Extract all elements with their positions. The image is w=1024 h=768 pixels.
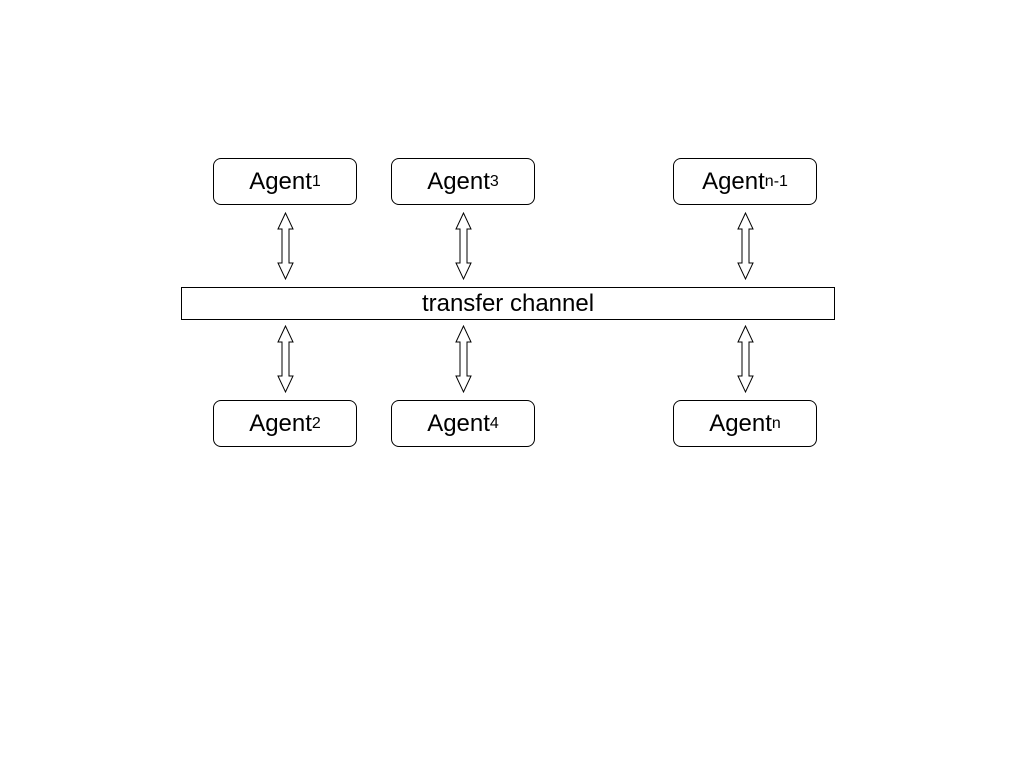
transfer-channel-box: transfer channel xyxy=(181,287,835,320)
double-arrow-channel-agentn xyxy=(737,324,754,394)
double-arrow-agent3-channel xyxy=(455,211,472,281)
double-arrow-agentn1-channel xyxy=(737,211,754,281)
agent-2-label: Agent xyxy=(249,409,312,437)
double-arrow-channel-agent2 xyxy=(277,324,294,394)
agent-n-minus-1-label: Agent xyxy=(702,167,765,195)
agent-1-label: Agent xyxy=(249,167,312,195)
double-arrow-channel-agent4 xyxy=(455,324,472,394)
agent-3-label: Agent xyxy=(427,167,490,195)
agent-n-label: Agent xyxy=(709,409,772,437)
double-arrow-agent1-channel xyxy=(277,211,294,281)
agent-4-label: Agent xyxy=(427,409,490,437)
transfer-channel-label: transfer channel xyxy=(421,289,595,317)
